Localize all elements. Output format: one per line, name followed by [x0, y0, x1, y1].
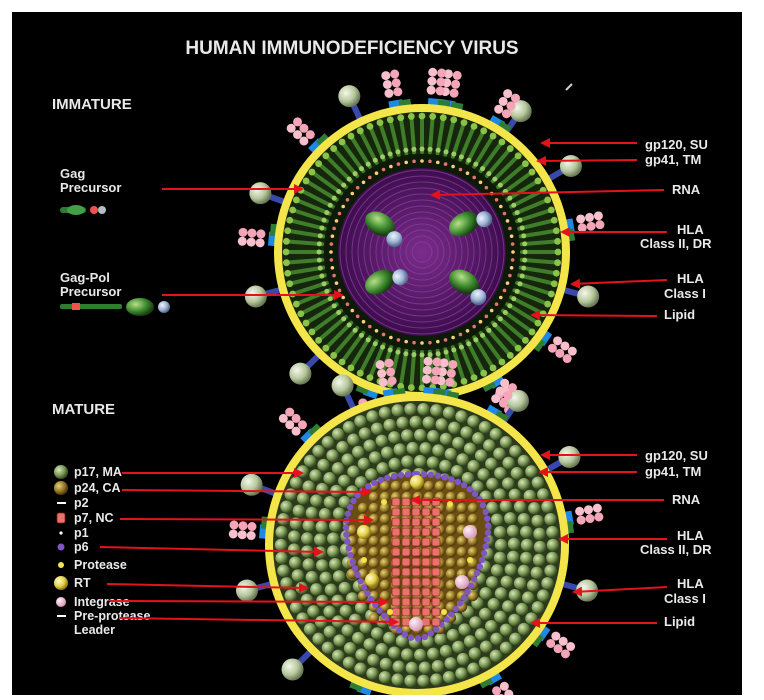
gp120-spike — [547, 155, 582, 180]
ma-hla1-label-1: HLA — [677, 576, 704, 591]
ma-gp41-label: gp41, TM — [645, 464, 701, 479]
gp120-spike — [236, 580, 274, 602]
yellow-sphere-icon — [54, 576, 68, 590]
im-hla1-label-2: Class I — [664, 286, 706, 301]
hla-bead-chain — [238, 224, 277, 248]
purple-dot-icon — [58, 544, 65, 551]
immature-virion — [238, 68, 605, 433]
pink-sphere-icon — [56, 597, 66, 607]
label-arrow — [532, 315, 657, 316]
red-bead-icon — [57, 513, 65, 523]
legend-label: p7, NC — [74, 511, 114, 525]
im-hla2-label-2: Class II, DR — [640, 236, 712, 251]
im-hla2-label-1: HLA — [677, 222, 704, 237]
gp120-spike — [289, 354, 320, 385]
gag-precursor-icon — [60, 205, 106, 215]
legend-label: Leader — [74, 623, 115, 637]
ma-rna-label: RNA — [672, 492, 701, 507]
ma-gp120-label: gp120, SU — [645, 448, 708, 463]
mature-heading: MATURE — [52, 401, 115, 418]
legend-label: p24, CA — [74, 481, 121, 495]
hla-bead-chain — [381, 70, 411, 110]
gp120-spike — [332, 374, 355, 410]
gp120-spike — [245, 286, 283, 308]
legend-label: RT — [74, 576, 91, 590]
gp120-spike — [282, 650, 313, 681]
im-gp41-label: gp41, TM — [645, 152, 701, 167]
legend-label: p17, MA — [74, 465, 122, 479]
legend-label: Pre-protease — [74, 609, 150, 623]
olive-sphere-icon — [54, 481, 68, 495]
im-gp120-label: gp120, SU — [645, 137, 708, 152]
hla-bead-chain — [564, 504, 604, 534]
ma-hla1-label-2: Class I — [664, 591, 706, 606]
legend-label: p2 — [74, 496, 89, 510]
dot-icon — [59, 531, 62, 534]
gag-pol-precursor-label-2: Precursor — [60, 284, 121, 299]
label-arrow — [538, 160, 637, 161]
gp120-spike — [241, 474, 278, 496]
label-arrow — [120, 519, 372, 520]
legend-label: p1 — [74, 526, 89, 540]
mature-virion — [229, 357, 604, 695]
ma-hla2-label-1: HLA — [677, 528, 704, 543]
label-arrow — [110, 601, 387, 602]
page-title: HUMAN IMMUNODEFICIENCY VIRUS — [185, 38, 518, 59]
label-arrow — [572, 280, 667, 284]
green-sphere-icon — [54, 465, 68, 479]
gag-precursor-label-2: Precursor — [60, 180, 121, 195]
gp120-spike — [249, 182, 286, 204]
im-hla1-label-1: HLA — [677, 271, 704, 286]
title-tick-mark — [566, 84, 572, 90]
gag-pol-precursor-label-1: Gag-Pol — [60, 270, 110, 285]
gp120-spike — [561, 286, 599, 308]
ma-lipid-label: Lipid — [664, 614, 695, 629]
yellow-dot-icon — [58, 562, 64, 568]
ma-hla2-label-2: Class II, DR — [640, 542, 712, 557]
legend-label: Protease — [74, 558, 127, 572]
gp120-spike — [338, 85, 361, 121]
gag-pol-precursor-icon — [60, 298, 170, 316]
im-lipid-label: Lipid — [664, 307, 695, 322]
im-rna-label: RNA — [672, 182, 701, 197]
immature-heading: IMMATURE — [52, 96, 132, 113]
legend-label: p6 — [74, 540, 89, 554]
gp120-spike — [545, 446, 580, 471]
hiv-diagram: HUMAN IMMUNODEFICIENCY VIRUS IMMATURE Ga… — [12, 12, 742, 695]
gag-precursor-label-1: Gag — [60, 166, 85, 181]
hla-bead-chain — [565, 211, 605, 241]
